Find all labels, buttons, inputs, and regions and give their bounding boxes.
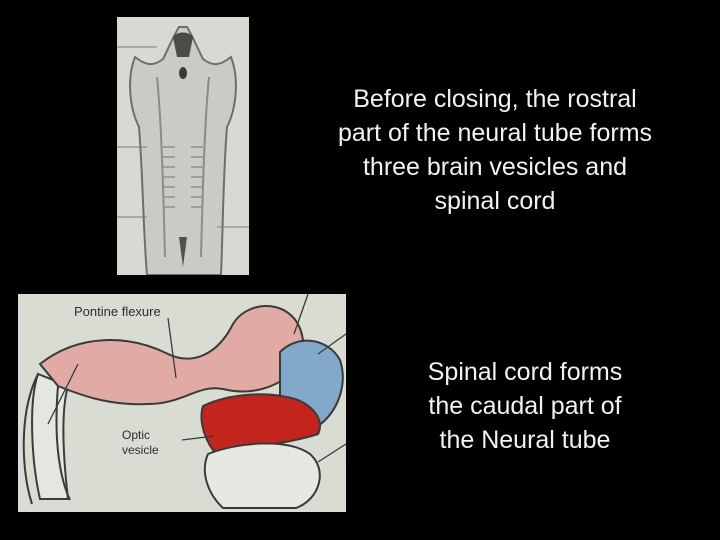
pontine-flexure-label: Pontine flexure [74,304,161,319]
vesicle-label: vesicle [122,443,159,457]
neural-tube-figure [117,17,249,275]
caption-top: Before closing, the rostral part of the … [337,85,653,215]
optic-label: Optic [122,428,150,442]
brain-vesicles-figure: Pontine flexure Optic vesicle [18,294,346,512]
embryonic-brain-drawing-icon: Pontine flexure Optic vesicle [18,294,346,512]
caption-bottom: Spinal cord forms the caudal part of the… [427,358,623,454]
neural-plate-drawing-icon [117,17,249,275]
